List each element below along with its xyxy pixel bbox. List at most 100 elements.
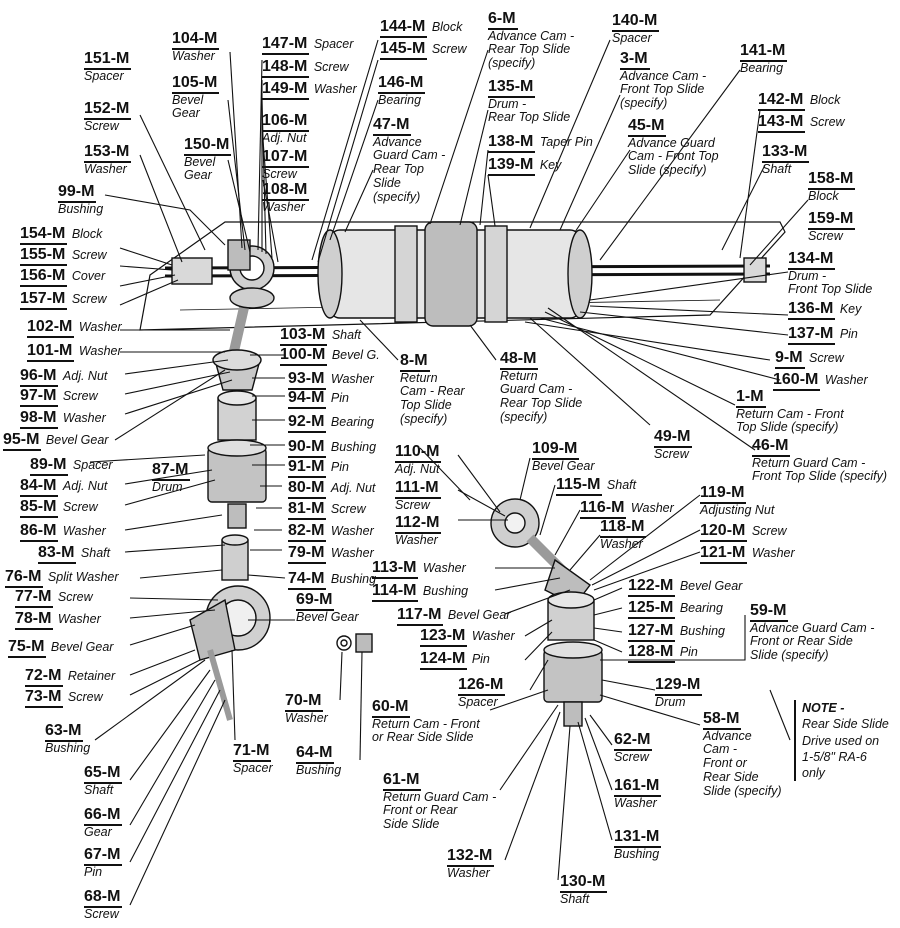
part-description: Block: [431, 20, 463, 34]
part-number: 123-M: [420, 627, 468, 647]
part-label: 89-M Spacer: [30, 456, 113, 476]
part-description: Top Slide (specify): [736, 420, 839, 435]
part-description: Guard Cam -: [500, 382, 573, 397]
part-number: 157-M: [20, 290, 68, 310]
part-number: 135-M: [488, 78, 536, 98]
part-number: 68-M: [84, 888, 123, 908]
part-description: Pin: [839, 327, 858, 341]
part-number: 137-M: [788, 325, 836, 345]
part-number: 60-M: [372, 698, 411, 718]
part-description: Bevel: [184, 154, 216, 169]
part-label: 98-M Washer: [20, 409, 106, 429]
part-number: 141-M: [740, 42, 788, 62]
part-description: Shaft: [762, 161, 792, 176]
part-description: (specify): [373, 189, 421, 204]
part-description: Washer: [471, 629, 515, 643]
part-description: Cam -: [703, 742, 738, 757]
part-description: Bushing: [614, 846, 660, 861]
part-number: 96-M: [20, 367, 59, 387]
part-description: Shaft: [331, 328, 361, 342]
part-number: 152-M: [84, 100, 132, 120]
part-description: Washer: [600, 536, 643, 551]
part-number: 149-M: [262, 80, 310, 100]
part-description: Rear Side: [703, 769, 759, 784]
part-description: Screw: [809, 351, 844, 365]
part-number: 6-M: [488, 10, 518, 30]
part-number: 75-M: [8, 638, 47, 658]
part-label: 160-M Washer: [773, 371, 868, 391]
part-number: 146-M: [378, 74, 426, 94]
part-description: Return Cam - Front: [372, 716, 480, 731]
part-label: 101-M Washer: [27, 342, 122, 362]
part-label: 123-M Washer: [420, 627, 515, 647]
part-number: 95-M: [3, 431, 42, 451]
part-number: 108-M: [262, 181, 310, 201]
part-number: 61-M: [383, 771, 422, 791]
part-number: 109-M: [532, 440, 580, 460]
side-slide-note: NOTE - Rear Side Slide Drive used on 1-5…: [794, 700, 889, 782]
part-description: Bevel: [172, 92, 204, 107]
part-description: or Rear Side Slide: [372, 730, 474, 745]
part-description: Washer: [262, 199, 305, 214]
part-number: 134-M: [788, 250, 836, 270]
part-description: Gear: [84, 824, 112, 839]
part-description: Washer: [824, 373, 868, 387]
part-description: Bevel Gear: [532, 458, 595, 473]
part-description: Adj. Nut: [330, 481, 376, 495]
part-number: 67-M: [84, 846, 123, 866]
part-number: 47-M: [373, 116, 412, 136]
part-description: Screw: [395, 497, 430, 512]
part-description: Bearing: [679, 601, 723, 615]
part-label: 100-M Bevel G.: [280, 346, 380, 366]
part-description: Spacer: [72, 458, 113, 472]
part-description: Slide (specify): [750, 648, 829, 663]
part-number: 71-M: [233, 742, 272, 762]
part-number: 58-M: [703, 710, 742, 730]
part-number: 82-M: [288, 522, 327, 542]
part-description: Screw: [313, 60, 349, 74]
part-label: 102-M Washer: [27, 318, 122, 338]
part-description: Slide (specify): [628, 163, 707, 178]
part-number: 113-M: [372, 559, 419, 579]
part-number: 8-M: [400, 352, 430, 372]
part-number: 91-M: [288, 458, 327, 478]
part-number: 118-M: [600, 518, 647, 538]
part-number: 66-M: [84, 806, 123, 826]
part-label: 138-M Taper Pin: [488, 133, 593, 153]
part-number: 159-M: [808, 210, 856, 230]
part-description: Washer: [447, 865, 490, 880]
part-number: 59-M: [750, 602, 789, 622]
part-description: Washer: [751, 546, 795, 560]
part-label: 85-M Screw: [20, 498, 98, 518]
part-description: Bearing: [740, 60, 784, 75]
part-description: Retainer: [67, 669, 116, 683]
part-number: 76-M: [5, 568, 44, 588]
part-number: 115-M: [556, 476, 603, 496]
part-number: 97-M: [20, 387, 59, 407]
part-description: Cam - Rear: [400, 384, 465, 399]
part-description: Screw: [62, 500, 98, 514]
part-description: Top Slide: [400, 398, 452, 413]
part-label: 83-M Shaft: [38, 544, 110, 564]
part-label: 84-M Adj. Nut: [20, 477, 107, 497]
part-description: Spacer: [458, 694, 498, 709]
part-description: Return Cam - Front: [736, 406, 844, 421]
part-label: 127-M Bushing: [628, 622, 725, 642]
note-line: only: [802, 766, 825, 780]
